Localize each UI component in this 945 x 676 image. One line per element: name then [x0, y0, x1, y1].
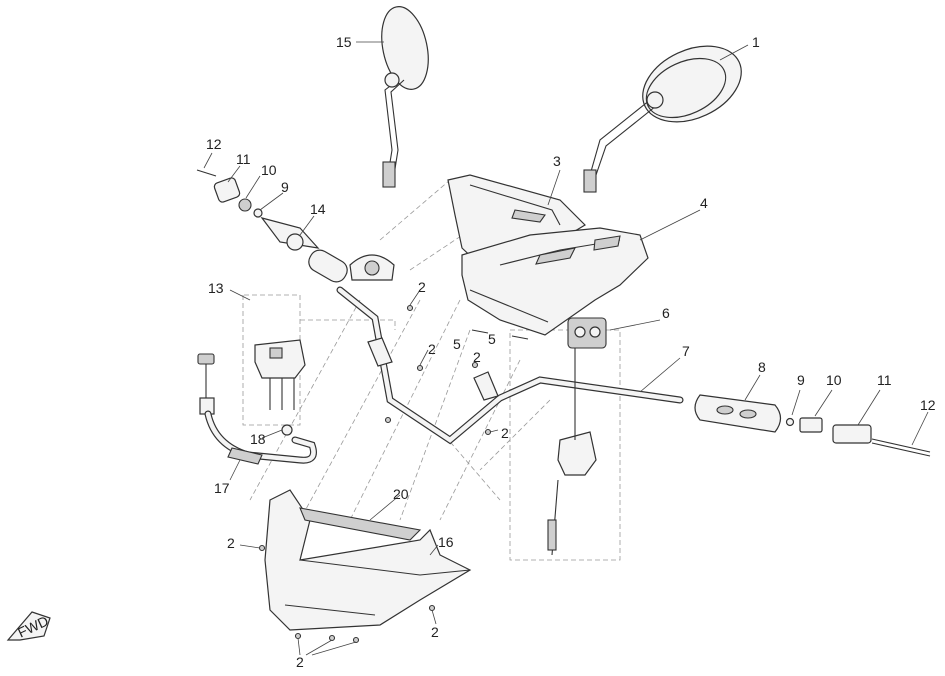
callout-1: 1: [752, 34, 760, 50]
mirror-left[interactable]: [375, 2, 436, 188]
callout-13: 13: [208, 280, 224, 296]
callout-5-a: 5: [453, 336, 461, 352]
callout-18: 18: [250, 431, 266, 447]
right-switch-housing[interactable]: [547, 348, 597, 556]
callout-15: 15: [336, 34, 352, 50]
leader-lines: [203, 41, 929, 656]
callout-4: 4: [700, 195, 708, 211]
callout-20: 20: [393, 486, 409, 502]
forward-direction-badge: FWD: [6, 611, 51, 641]
right-bar-end-parts[interactable]: [785, 417, 931, 457]
left-bar-end-parts[interactable]: [196, 169, 263, 218]
callout-9-left: 9: [281, 179, 289, 195]
callout-16: 16: [438, 534, 454, 550]
callout-2-c: 2: [473, 349, 481, 365]
right-grip[interactable]: [694, 394, 782, 433]
mirror-right[interactable]: [583, 31, 753, 193]
callout-10-left: 10: [261, 162, 277, 178]
callout-17: 17: [214, 480, 230, 496]
lower-handlebar-cover[interactable]: [264, 489, 472, 631]
callout-12-right: 12: [920, 397, 936, 413]
callout-14: 14: [310, 201, 326, 217]
callout-2-e: 2: [227, 535, 235, 551]
callout-7: 7: [682, 343, 690, 359]
callout-2-a: 2: [418, 279, 426, 295]
callout-2-f: 2: [431, 624, 439, 640]
callout-9-right: 9: [797, 372, 805, 388]
left-switch-housing[interactable]: [254, 339, 306, 410]
screws: [258, 304, 529, 644]
callout-labels: 15 1 3 4 6 7 8 9 10 11 12 12 11 10 9 14 …: [206, 34, 936, 670]
callout-2-b: 2: [428, 341, 436, 357]
left-grip-assembly[interactable]: [260, 216, 395, 286]
callout-12-left: 12: [206, 136, 222, 152]
throttle-cable[interactable]: [197, 353, 317, 465]
callout-11-left: 11: [236, 151, 251, 167]
handlebar-tube[interactable]: [336, 286, 684, 445]
callout-2-d: 2: [501, 425, 509, 441]
callout-6: 6: [662, 305, 670, 321]
callout-3: 3: [553, 153, 561, 169]
callout-11-right: 11: [877, 372, 892, 388]
callout-10-right: 10: [826, 372, 842, 388]
front-handlebar-cover[interactable]: [461, 227, 649, 336]
callout-2-g: 2: [296, 654, 304, 670]
callout-5-b: 5: [488, 331, 496, 347]
callout-8: 8: [758, 359, 766, 375]
